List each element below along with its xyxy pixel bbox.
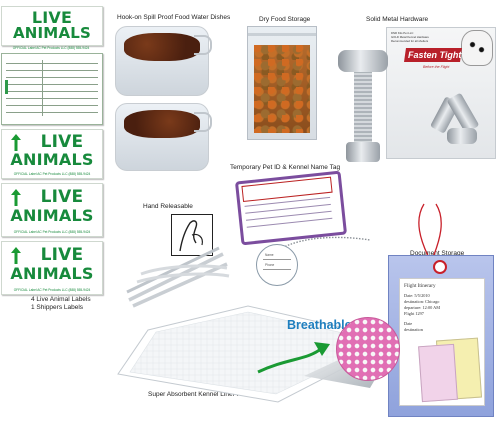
metal-bolt-shaft: [354, 72, 372, 144]
breathable-detail-circle: [336, 317, 400, 381]
label-live-text: LIVE: [40, 187, 84, 207]
zip-seal: [248, 33, 316, 36]
up-arrow-icon: [11, 189, 21, 206]
label-live-text: LIVE: [31, 8, 73, 27]
form-field-row: [6, 77, 98, 78]
id-tag-caption: Temporary Pet ID & Kennel Name Tag: [230, 164, 341, 171]
form-field-row: [6, 112, 98, 113]
dry-food-bag: [247, 26, 317, 140]
labels-caption-line2: 1 Shippers Labels: [31, 304, 84, 311]
up-arrow-icon: [11, 134, 21, 151]
round-tag-name-label: Name: [265, 253, 274, 257]
live-animal-label-arrow-1: LIVE ANIMALS OFFICIAL Label AC Pet Produ…: [1, 129, 103, 179]
dish-hook: [194, 112, 212, 132]
brand-tagline: Before the Flight: [423, 65, 450, 69]
label-footer-text: OFFICIAL Label AC Pet Products LLC (888)…: [12, 46, 90, 50]
live-animal-label-arrow-3: LIVE ANIMALS OFFICIAL Label AC Pet Produ…: [1, 241, 103, 295]
dalmatian-logo: [461, 30, 493, 66]
itinerary-paper: Flight Itinerary Date: 5/5/2010 destinat…: [399, 278, 485, 406]
form-green-stripe: [5, 80, 8, 94]
brand-name: Fasten Tight: [408, 50, 462, 60]
bag-nut: [447, 128, 477, 144]
itinerary-line: departure: 12:00 AM: [404, 305, 441, 310]
itinerary-line: destination: [404, 327, 423, 332]
metal-bolt-knob: [338, 50, 388, 72]
kibble-fill: [254, 45, 310, 133]
hardware-card-text: Recommended for all shelters: [391, 39, 429, 43]
dish-hook: [194, 35, 212, 55]
label-animals-text: ANIMALS: [10, 150, 94, 169]
kibble-pile: [124, 33, 200, 61]
round-tag-phone-label: Phone: [265, 263, 275, 267]
form-divider: [42, 60, 43, 116]
round-tag-line: [263, 269, 291, 270]
label-live-text: LIVE: [40, 132, 84, 152]
up-arrow-icon: [11, 247, 21, 264]
itinerary-line: destination: Chicago: [404, 299, 440, 304]
ties-caption: Hand Releasable: [143, 203, 193, 210]
hardware-package: DNR Kits Pet LLC GOLD Metal Kennel Hardw…: [386, 27, 496, 159]
live-animal-label-arrow-2: LIVE ANIMALS OFFICIAL Label AC Pet Produ…: [1, 183, 103, 237]
round-name-tag: Name Phone: [256, 244, 298, 286]
food-dish-top: [115, 26, 212, 96]
labels-caption-line1: 4 Live Animal Labels: [31, 296, 91, 303]
sleeve-grommet: [433, 260, 447, 274]
live-animal-label-top: LIVE ANIMALS: [1, 6, 103, 46]
label-footer-text: OFFICIAL Label AC Pet Products LLC (888)…: [13, 230, 91, 234]
dry-food-caption: Dry Food Storage: [259, 16, 311, 23]
hardware-card-text: GOLD Metal Kennel Hardware: [391, 35, 429, 39]
hand-release-diagram: [171, 214, 213, 256]
dishes-caption: Hook-on Spill Proof Food Water Dishes: [117, 14, 231, 21]
label-live-text: LIVE: [40, 245, 84, 265]
shippers-label: [1, 53, 103, 125]
docs-caption: Document Storage: [410, 250, 465, 257]
form-field-row: [6, 98, 98, 99]
pink-form: [418, 343, 458, 403]
hardware-card-text: DNR Kits Pet LLC: [391, 31, 414, 35]
metal-bolt-nut: [346, 142, 380, 162]
itinerary-title: Flight Itinerary: [404, 283, 436, 289]
kibble-pile: [124, 110, 200, 138]
form-field-row: [6, 91, 98, 92]
itinerary-line: Date: 5/5/2010: [404, 293, 430, 298]
itinerary-line: Flight 1297: [404, 311, 424, 316]
cable-ties-icon: [126, 246, 230, 308]
label-footer-text: OFFICIAL Label AC Pet Products LLC (888)…: [13, 288, 91, 292]
hardware-caption: Solid Metal Hardware: [366, 16, 429, 23]
ball-chain: [269, 236, 371, 257]
label-animals-text: ANIMALS: [10, 264, 94, 283]
form-field-row: [6, 70, 98, 71]
round-tag-line: [263, 259, 291, 260]
itinerary-line: Date: [404, 321, 413, 326]
form-field-row: [6, 105, 98, 106]
breathable-label: Breathable: [287, 318, 352, 332]
food-dish-bottom: [115, 103, 212, 171]
red-string: [418, 203, 442, 261]
form-field-row: [6, 84, 98, 85]
label-animals-text: ANIMALS: [10, 206, 94, 225]
hand-icon: [179, 220, 203, 252]
pad-caption: Super Absorbent Kennel Liner Pad: [148, 391, 249, 398]
label-footer-text: OFFICIAL Label AC Pet Products LLC (888)…: [13, 172, 91, 176]
label-animals-text: ANIMALS: [12, 24, 92, 42]
form-field-row: [6, 63, 98, 64]
